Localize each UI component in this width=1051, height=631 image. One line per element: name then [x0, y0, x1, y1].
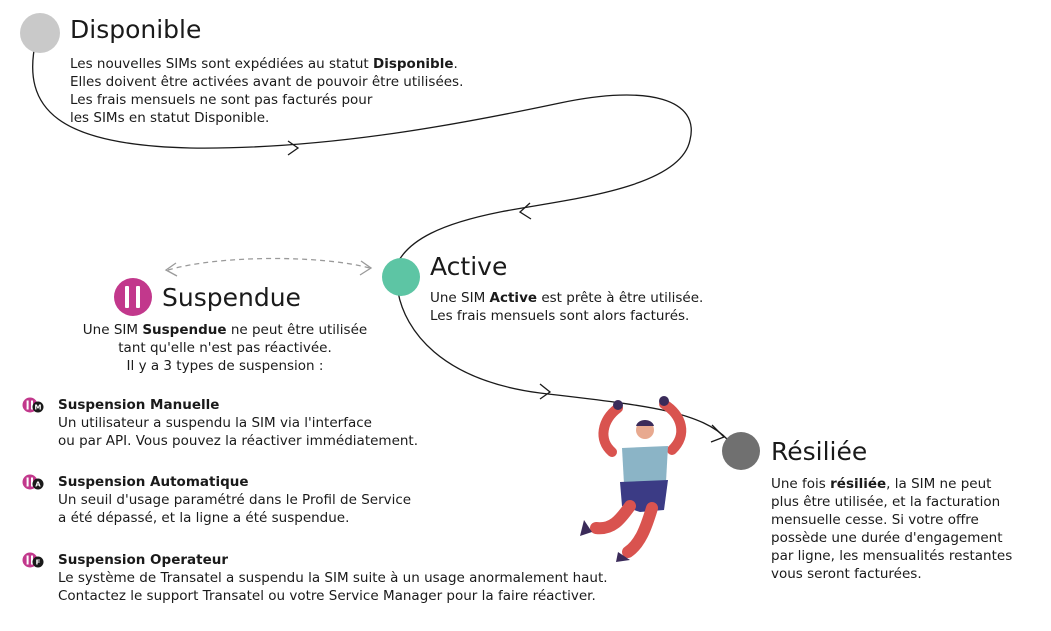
resiliee-description: Une fois résiliée, la SIM ne peut plus ê… — [771, 475, 1012, 583]
disponible-text: Elles doivent être activées avant de pou… — [70, 74, 464, 90]
disponible-text: Les nouvelles SIMs sont expédiées au sta… — [70, 56, 374, 72]
jumping-person-illustration — [580, 396, 687, 562]
resiliee-text: Une fois — [771, 476, 831, 492]
flow-path-disponible-active — [32, 39, 692, 263]
active-bold: Active — [489, 290, 538, 306]
resiliee-text: , la SIM ne peut — [886, 476, 992, 492]
resiliee-text: mensuelle cesse. Si votre offre — [771, 512, 979, 528]
resiliee-text: possède une durée d'engagement — [771, 530, 1003, 546]
active-text: est prête à être utilisée. — [537, 290, 704, 306]
disponible-text: . — [453, 56, 458, 72]
arrow-head-3 — [539, 383, 552, 400]
active-description: Une SIM Active est prête à être utilisée… — [430, 289, 703, 325]
disponible-status-circle — [20, 13, 60, 53]
disponible-title: Disponible — [70, 15, 202, 44]
suspension-operateur-icon: F — [22, 552, 44, 568]
active-status-circle — [382, 258, 420, 296]
disponible-bold: Disponible — [373, 56, 454, 72]
suspension-operateur-text: Contactez le support Transatel ou votre … — [58, 588, 596, 604]
suspension-manuelle-icon: M — [22, 397, 44, 413]
suspension-operateur-title: Suspension Operateur — [58, 552, 228, 568]
svg-text:F: F — [36, 559, 41, 567]
resiliee-text: vous seront facturées. — [771, 566, 922, 582]
arrow-head-2 — [518, 202, 532, 220]
resiliee-text: par ligne, les mensualités restantes — [771, 548, 1013, 564]
arrow-head-4 — [710, 424, 726, 443]
active-title: Active — [430, 252, 508, 281]
suspension-operateur-text: Le système de Transatel a suspendu la SI… — [58, 570, 608, 586]
suspendue-text: ne peut être utilisée — [226, 322, 368, 338]
suspendue-bold: Suspendue — [142, 322, 227, 338]
suspension-manuelle-text: ou par API. Vous pouvez la réactiver imm… — [58, 433, 419, 449]
disponible-text: les SIMs en statut Disponible. — [70, 110, 270, 126]
resiliee-title: Résiliée — [771, 437, 868, 466]
suspension-manuelle-title: Suspension Manuelle — [58, 397, 220, 413]
dashed-arrow-head-left — [164, 262, 178, 277]
suspension-automatique-text: a été dépassé, et la ligne a été suspend… — [58, 510, 350, 526]
suspendue-text: Une SIM — [82, 322, 143, 338]
svg-text:M: M — [35, 404, 42, 412]
suspendue-text: tant qu'elle n'est pas réactivée. — [118, 340, 332, 356]
suspension-automatique-icon: A — [22, 474, 44, 490]
svg-text:A: A — [35, 481, 41, 489]
suspension-manuelle-text: Un utilisateur a suspendu la SIM via l'i… — [58, 415, 372, 431]
suspendue-status-icon — [114, 278, 152, 316]
suspendue-description: Une SIM Suspendue ne peut être utilisée … — [40, 321, 410, 375]
flow-path-active-resiliee — [397, 291, 729, 441]
suspension-automatique-title: Suspension Automatique — [58, 474, 249, 490]
active-text: Les frais mensuels sont alors facturés. — [430, 308, 690, 324]
active-text: Une SIM — [430, 290, 490, 306]
resiliee-text: plus être utilisée, et la facturation — [771, 494, 1001, 510]
suspend-reactivate-arrow — [167, 257, 371, 271]
disponible-description: Les nouvelles SIMs sont expédiées au sta… — [70, 55, 463, 127]
suspendue-text: Il y a 3 types de suspension : — [126, 358, 324, 374]
arrow-head-1 — [287, 140, 300, 156]
suspendue-title: Suspendue — [162, 283, 301, 312]
disponible-text: Les frais mensuels ne sont pas facturés … — [70, 92, 373, 108]
dashed-arrow-head-right — [359, 260, 373, 276]
resiliee-bold: résiliée — [830, 476, 887, 492]
suspension-automatique-text: Un seuil d'usage paramétré dans le Profi… — [58, 492, 412, 508]
resiliee-status-circle — [722, 432, 760, 470]
